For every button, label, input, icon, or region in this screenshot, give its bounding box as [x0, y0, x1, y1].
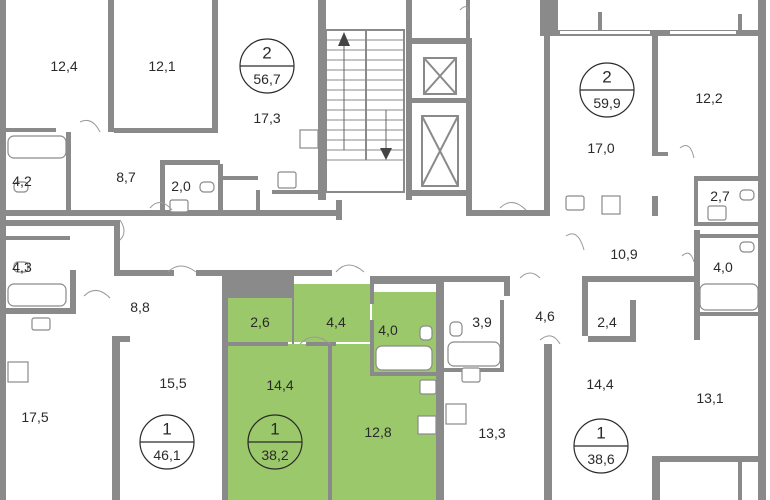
apartment-rooms: 2	[262, 44, 271, 63]
room-area-label: 4,0	[713, 259, 733, 275]
arrow-up-icon	[338, 32, 350, 46]
apartment-total-area: 56,7	[253, 71, 280, 87]
toilet-icon	[739, 241, 755, 253]
room-area-label: 4,3	[12, 259, 32, 275]
room-area-label: 10,9	[610, 246, 637, 262]
room-area-label: 14,4	[586, 376, 613, 392]
apartment-badge[interactable]: 259,9	[579, 62, 635, 118]
apartment-total-area: 38,6	[587, 451, 614, 467]
sink-icon	[277, 171, 297, 189]
sink-icon	[31, 317, 51, 331]
apartment-rooms: 1	[270, 420, 279, 439]
toilet-icon	[419, 325, 433, 341]
sink-icon	[461, 367, 481, 383]
toilet-icon	[13, 261, 29, 273]
stove-icon	[7, 361, 29, 383]
sink-icon	[169, 199, 189, 213]
apartment-total-area: 59,9	[593, 95, 620, 111]
room-area-label: 8,7	[116, 169, 136, 185]
apartment-badge[interactable]: 138,2	[247, 414, 303, 470]
apartment-badge[interactable]: 146,1	[139, 414, 195, 470]
room-area-label: 13,1	[696, 390, 723, 406]
arrow-down-icon	[380, 148, 392, 160]
doors	[79, 6, 695, 345]
bathtub-icon	[7, 135, 67, 159]
room-area-label: 12,2	[695, 90, 722, 106]
hl-room-4-4	[294, 284, 370, 342]
room-area-label: 2,0	[171, 178, 191, 194]
room-area-label: 17,3	[253, 110, 280, 126]
apartment-rooms: 2	[602, 68, 611, 87]
room-area-label: 12,4	[50, 58, 77, 74]
room-area-label: 17,5	[21, 409, 48, 425]
toilet-icon	[13, 181, 29, 193]
hl-room-14-4	[228, 344, 330, 500]
room-area-label: 3,9	[472, 314, 492, 330]
apartment-badge[interactable]: 256,7	[239, 38, 295, 94]
room-area-label: 13,3	[478, 425, 505, 441]
room-area-label: 2,7	[710, 188, 730, 204]
bathtub-icon	[375, 345, 433, 371]
windows	[560, 31, 737, 478]
elevators	[421, 57, 459, 187]
apartment-rooms: 1	[162, 420, 171, 439]
bathtub-icon	[7, 283, 67, 307]
stove-icon	[445, 403, 467, 425]
room-area-label: 2,4	[597, 314, 617, 330]
room-area-label: 8,8	[130, 299, 150, 315]
room-area-label: 14,4	[266, 377, 293, 393]
room-area-label: 17,0	[587, 140, 614, 156]
room-area-label: 2,6	[250, 314, 270, 330]
sink-icon	[565, 195, 585, 211]
toilet-icon	[739, 189, 755, 201]
room-area-label: 15,5	[159, 375, 186, 391]
apartment-rooms: 1	[596, 424, 605, 443]
room-area-label: 4,4	[326, 314, 346, 330]
fixtures	[7, 129, 759, 435]
toilet-icon	[449, 321, 463, 337]
stove-icon	[601, 195, 621, 215]
sink-icon	[707, 205, 727, 221]
apartment-badge[interactable]: 138,6	[573, 418, 629, 474]
room-area-label: 4,6	[535, 308, 555, 324]
bathtub-icon	[699, 283, 759, 311]
room-area-label: 12,8	[364, 424, 391, 440]
hl-room-2-6	[228, 298, 292, 342]
sink-icon	[419, 379, 437, 395]
apartment-total-area: 46,1	[153, 447, 180, 463]
toilet-icon	[199, 181, 215, 193]
room-area-label: 4,2	[12, 173, 32, 189]
stove-icon	[299, 129, 319, 149]
apartment-total-area: 38,2	[261, 447, 288, 463]
room-area-label: 12,1	[148, 58, 175, 74]
room-area-label: 4,0	[378, 322, 398, 338]
bathtub-icon	[447, 341, 501, 367]
stove-icon	[417, 415, 437, 435]
staircase	[325, 29, 405, 193]
